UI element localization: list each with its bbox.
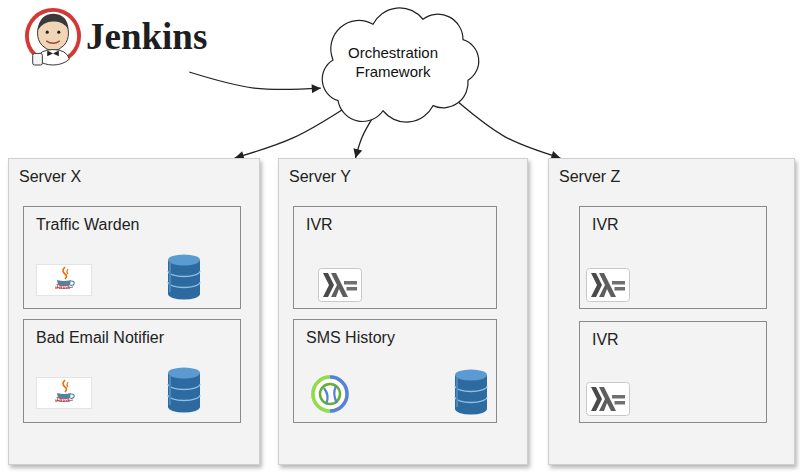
- service-box: Bad Email Notifier: [23, 319, 241, 423]
- haskell-logo: [318, 268, 362, 302]
- node-title: IVR: [306, 216, 333, 234]
- node-title: Orchestration Framework: [329, 44, 457, 82]
- node-title: IVR: [592, 331, 619, 349]
- logo-label: Java: [55, 396, 70, 403]
- orchestration-cloud: Orchestration Framework: [298, 4, 488, 126]
- node-title: Bad Email Notifier: [36, 329, 164, 347]
- node-title: Jenkins: [86, 15, 207, 58]
- node-title: Server Y: [289, 168, 351, 186]
- jenkins-icon: [24, 4, 82, 68]
- server-panel: Server X Traffic WardenBad Email Notifier: [8, 158, 260, 465]
- connector-arrow: [189, 72, 321, 90]
- java-logo: [36, 264, 92, 296]
- connector-arrow: [356, 119, 373, 158]
- node-title: Server X: [19, 168, 81, 186]
- server-panel: Server Z IVR IVR: [548, 158, 795, 465]
- haskell-logo: [586, 382, 630, 416]
- service-box: Traffic Warden: [23, 206, 241, 309]
- server-panel: Server Y IVR SMS History: [278, 158, 528, 465]
- logo-label: Java: [55, 283, 70, 290]
- haskell-logo: [586, 268, 630, 302]
- jenkins-logo: Jenkins: [22, 0, 242, 72]
- java-logo: [36, 377, 92, 409]
- node-title: Server Z: [559, 168, 620, 186]
- service-box: IVR: [293, 206, 497, 309]
- node-title: Traffic Warden: [36, 216, 139, 234]
- service-box: IVR: [579, 206, 767, 309]
- service-box: SMS History: [293, 319, 497, 423]
- clojure-logo: [310, 374, 350, 414]
- database-icon: [454, 369, 488, 415]
- database-icon: [167, 254, 201, 300]
- connector-arrow: [235, 106, 348, 158]
- node-title: IVR: [592, 216, 619, 234]
- service-box: IVR: [579, 321, 767, 423]
- node-title: SMS History: [306, 329, 395, 347]
- connector-arrow: [458, 102, 561, 158]
- database-icon: [167, 367, 201, 413]
